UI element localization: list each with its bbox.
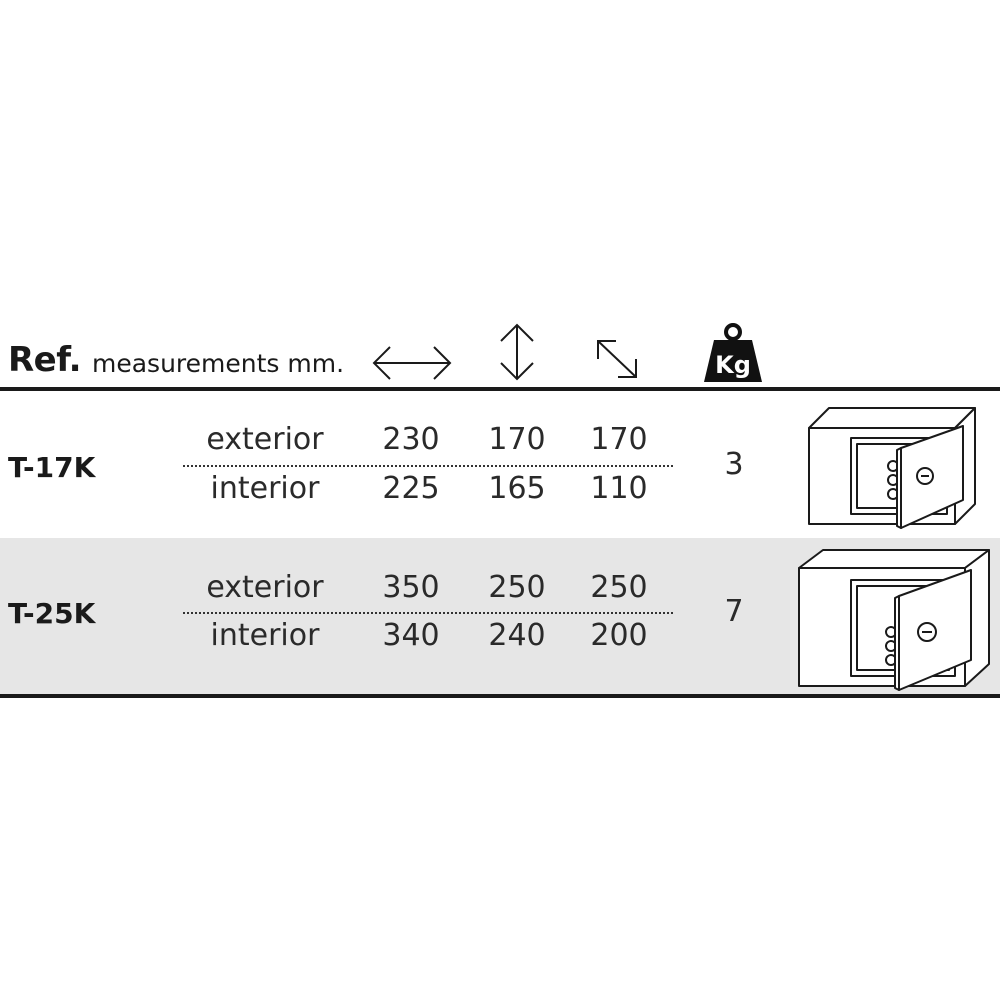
exterior-label: exterior [206,422,324,457]
safe-icon [808,407,976,529]
exterior-depth: 250 [590,570,648,605]
interior-depth: 200 [590,618,648,653]
row-divider [183,612,673,614]
interior-height: 240 [488,618,546,653]
interior-width: 340 [382,618,440,653]
ref-header: Ref. [8,340,82,380]
row-divider [183,465,673,467]
row-ref: T-17K [8,451,96,484]
interior-width: 225 [382,471,440,506]
weight-value: 3 [724,447,744,482]
width-arrow-icon [372,346,452,380]
safe-icon [798,549,990,691]
weight-icon: Kg [704,323,762,382]
header-rule [0,387,1000,391]
row-ref: T-25K [8,597,96,630]
interior-height: 165 [488,471,546,506]
depth-arrow-icon [597,340,637,378]
weight-icon-text: Kg [715,351,751,379]
interior-label: interior [210,618,320,653]
interior-depth: 110 [590,471,648,506]
exterior-height: 250 [488,570,546,605]
height-arrow-icon [500,323,534,381]
measurements-header: measurements mm. [92,349,345,378]
exterior-depth: 170 [590,422,648,457]
bottom-rule [0,694,1000,698]
exterior-label: exterior [206,570,324,605]
interior-label: interior [210,471,320,506]
exterior-width: 350 [382,570,440,605]
exterior-height: 170 [488,422,546,457]
weight-value: 7 [724,594,744,629]
exterior-width: 230 [382,422,440,457]
